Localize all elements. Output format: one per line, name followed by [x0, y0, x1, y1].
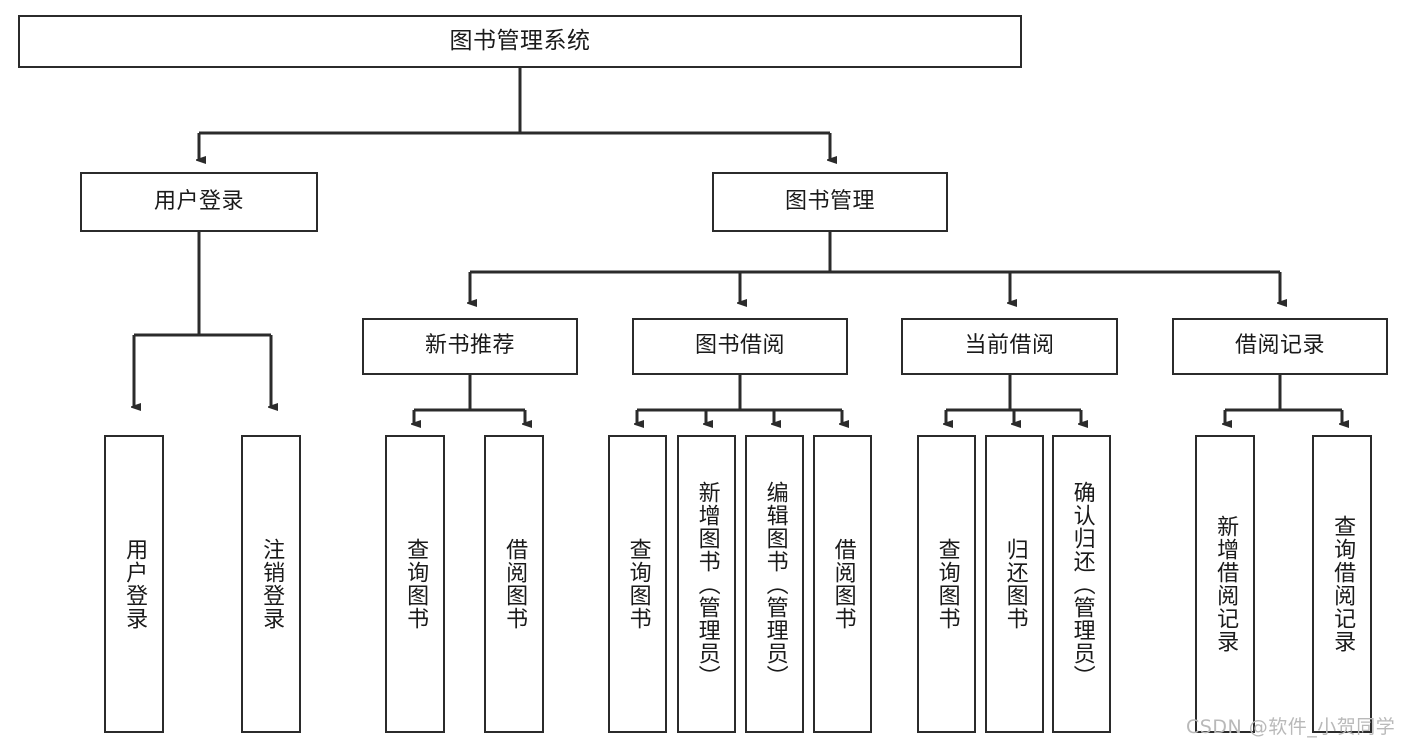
leaf-edit-book-admin[interactable]: 编辑图书（管理员） [745, 435, 804, 733]
node-user-login[interactable]: 用户登录 [80, 172, 318, 232]
leaf-user-logout[interactable]: 注销登录 [241, 435, 301, 733]
csdn-watermark: CSDN @软件_小贺同学 [1186, 716, 1396, 738]
node-root[interactable]: 图书管理系统 [18, 15, 1022, 68]
node-current-borrow[interactable]: 当前借阅 [901, 318, 1118, 375]
leaf-query-borrow-record[interactable]: 查询借阅记录 [1312, 435, 1372, 733]
leaf-add-book-admin[interactable]: 新增图书（管理员） [677, 435, 736, 733]
leaf-query-book-newbook[interactable]: 查询图书 [385, 435, 445, 733]
leaf-user-login[interactable]: 用户登录 [104, 435, 164, 733]
node-new-book-recommend[interactable]: 新书推荐 [362, 318, 578, 375]
node-book-borrow[interactable]: 图书借阅 [632, 318, 848, 375]
leaf-borrow-book-newbook[interactable]: 借阅图书 [484, 435, 544, 733]
leaf-confirm-return-admin[interactable]: 确认归还（管理员） [1052, 435, 1111, 733]
leaf-query-book-current[interactable]: 查询图书 [917, 435, 976, 733]
leaf-return-book[interactable]: 归还图书 [985, 435, 1044, 733]
node-book-management[interactable]: 图书管理 [712, 172, 948, 232]
node-borrow-records[interactable]: 借阅记录 [1172, 318, 1388, 375]
leaf-query-book-borrow[interactable]: 查询图书 [608, 435, 667, 733]
leaf-add-borrow-record[interactable]: 新增借阅记录 [1195, 435, 1255, 733]
leaf-borrow-book-borrow[interactable]: 借阅图书 [813, 435, 872, 733]
